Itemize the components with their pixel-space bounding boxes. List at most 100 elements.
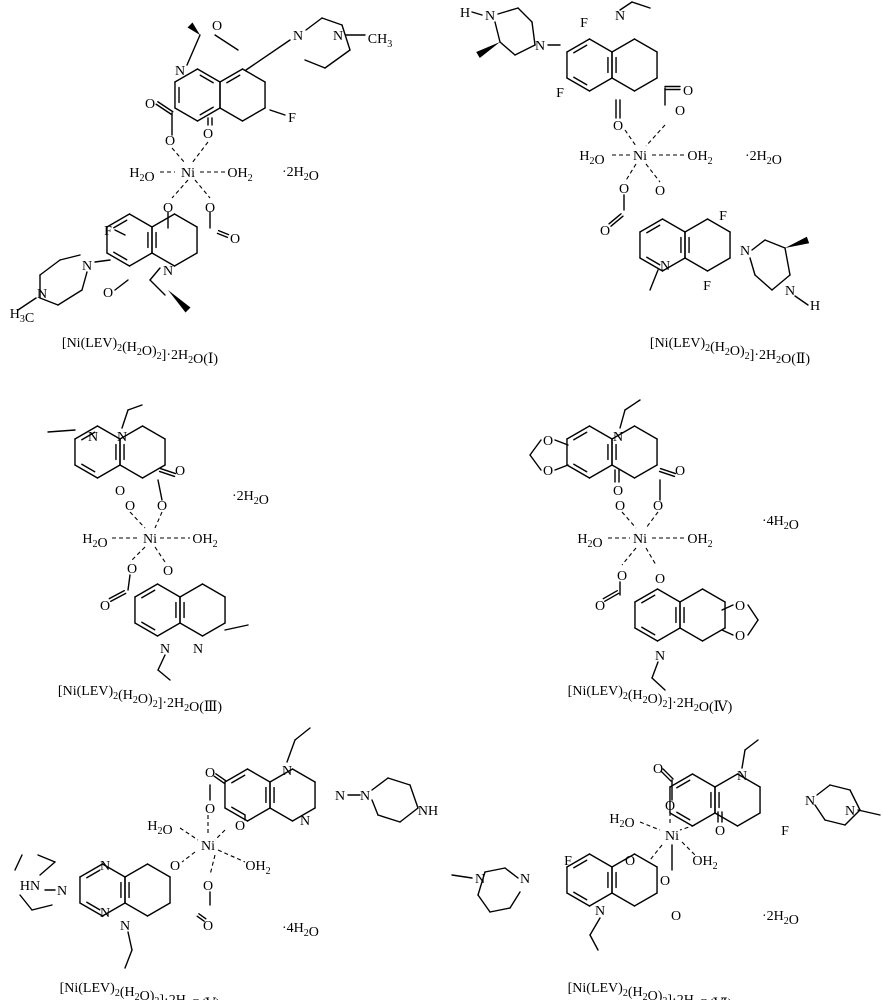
atom-o: O	[125, 499, 135, 514]
atom-o: O	[543, 434, 553, 449]
atom-o: O	[205, 766, 215, 781]
atom-oh2: OH2	[687, 532, 712, 550]
atom-f: F	[719, 209, 727, 224]
atom-n: N	[175, 64, 185, 79]
atom-n: N	[82, 259, 92, 274]
atom-oh2: OH2	[227, 166, 252, 184]
atom-o: O	[203, 919, 213, 934]
atom-ni: Ni	[201, 839, 215, 854]
atom-o: O	[615, 499, 625, 514]
atom-ni: Ni	[181, 166, 195, 181]
structure-label: [Ni(LEV)2(H2O)2]·2H2O(Ⅰ)	[62, 336, 219, 367]
atom-oh2: OH2	[687, 149, 712, 167]
structure-label: [Ni(LEV)2(H2O)2]·2H2O(Ⅵ)	[568, 981, 733, 1000]
atom-h2o: H2O	[82, 532, 107, 551]
atom-n: N	[120, 919, 130, 934]
atom-o: O	[683, 84, 693, 99]
atom-f: F	[580, 16, 588, 31]
atom-n: N	[845, 804, 855, 819]
atom-o: O	[655, 184, 665, 199]
atom-n: N	[660, 259, 670, 274]
atom-ni: Ni	[143, 532, 157, 547]
atom-n: N	[333, 29, 343, 44]
atom-n: N	[740, 244, 750, 259]
atom-o: O	[600, 224, 610, 239]
atom-o: O	[655, 572, 665, 587]
atom-o: O	[613, 484, 623, 499]
atom-o: O	[212, 19, 222, 34]
atom-o: O	[203, 879, 213, 894]
atom-h: H	[460, 6, 470, 21]
atom-h3c: H3C	[10, 307, 34, 326]
atom-o: O	[205, 201, 215, 216]
atom-n: N	[535, 39, 545, 54]
atom-f: F	[781, 824, 789, 839]
atom-o: O	[675, 104, 685, 119]
atom-f: F	[564, 854, 572, 869]
atom-o: O	[157, 499, 167, 514]
atom-o: O	[653, 762, 663, 777]
atom-n: N	[615, 9, 625, 24]
atom-h2o: H2O	[579, 149, 604, 168]
atom-ch3: CH3	[368, 32, 392, 50]
atom-n: N	[805, 794, 815, 809]
atom-n: N	[485, 9, 495, 24]
atom-o: O	[619, 182, 629, 197]
atom-n: N	[737, 769, 747, 784]
atom-o: O	[625, 854, 635, 869]
atom-hn: HN	[20, 879, 40, 894]
structure-6: NFNNOOONiH2OOH2OFNNNOO·2H2O[Ni(LEV)2(H2O…	[451, 739, 881, 1000]
structure-label: [Ni(LEV)2(H2O)2]·2H2O(Ⅱ)	[650, 336, 811, 367]
atom-o: O	[613, 119, 623, 134]
atom-n: N	[100, 906, 110, 921]
atom-nh: NH	[418, 804, 438, 819]
atom-n: N	[293, 29, 303, 44]
atom-o: O	[170, 859, 180, 874]
atom-o: O	[671, 909, 681, 924]
atom-n: N	[160, 642, 170, 657]
atom-o: O	[595, 599, 605, 614]
atom-h2o: H2O	[577, 532, 602, 551]
hydrate-label: ·2H2O	[232, 489, 269, 508]
atom-n: N	[57, 884, 67, 899]
atom-o: O	[715, 824, 725, 839]
atom-o: O	[735, 629, 745, 644]
atom-n: N	[193, 642, 203, 657]
atom-o: O	[203, 127, 213, 142]
atom-o: O	[175, 464, 185, 479]
atom-n: N	[163, 264, 173, 279]
atom-o: O	[660, 874, 670, 889]
atom-n: N	[520, 872, 530, 887]
atom-n: N	[613, 430, 623, 445]
atom-o: O	[230, 232, 240, 247]
hydrate-label: ·2H2O	[282, 165, 319, 184]
atom-o: O	[653, 499, 663, 514]
atom-oh2: OH2	[192, 532, 217, 550]
atom-f: F	[104, 224, 112, 239]
atom-oh2: OH2	[245, 859, 270, 877]
atom-o: O	[127, 562, 137, 577]
structure-label: [Ni(LEV)2(H2O)2]·2H2O(Ⅲ)	[58, 684, 222, 715]
atom-n: N	[655, 649, 665, 664]
atom-o: O	[735, 599, 745, 614]
structure-label: [Ni(LEV)2(H2O)2]·2H2O(Ⅳ)	[568, 684, 733, 715]
atom-o: O	[165, 134, 175, 149]
atom-ni: Ni	[633, 532, 647, 547]
atom-h2o: H2O	[609, 812, 634, 831]
atom-f: F	[288, 111, 296, 126]
atom-n: N	[100, 859, 110, 874]
atom-o: O	[115, 484, 125, 499]
structure-label: [Ni(LEV)2(H2O)2]·2H2O(Ⅴ)	[60, 981, 221, 1000]
atom-o: O	[103, 286, 113, 301]
atom-n: N	[595, 904, 605, 919]
hydrate-label: ·4H2O	[762, 514, 799, 533]
hydrate-label: ·2H2O	[762, 909, 799, 928]
atom-n: N	[282, 764, 292, 779]
atom-n: N	[360, 789, 370, 804]
